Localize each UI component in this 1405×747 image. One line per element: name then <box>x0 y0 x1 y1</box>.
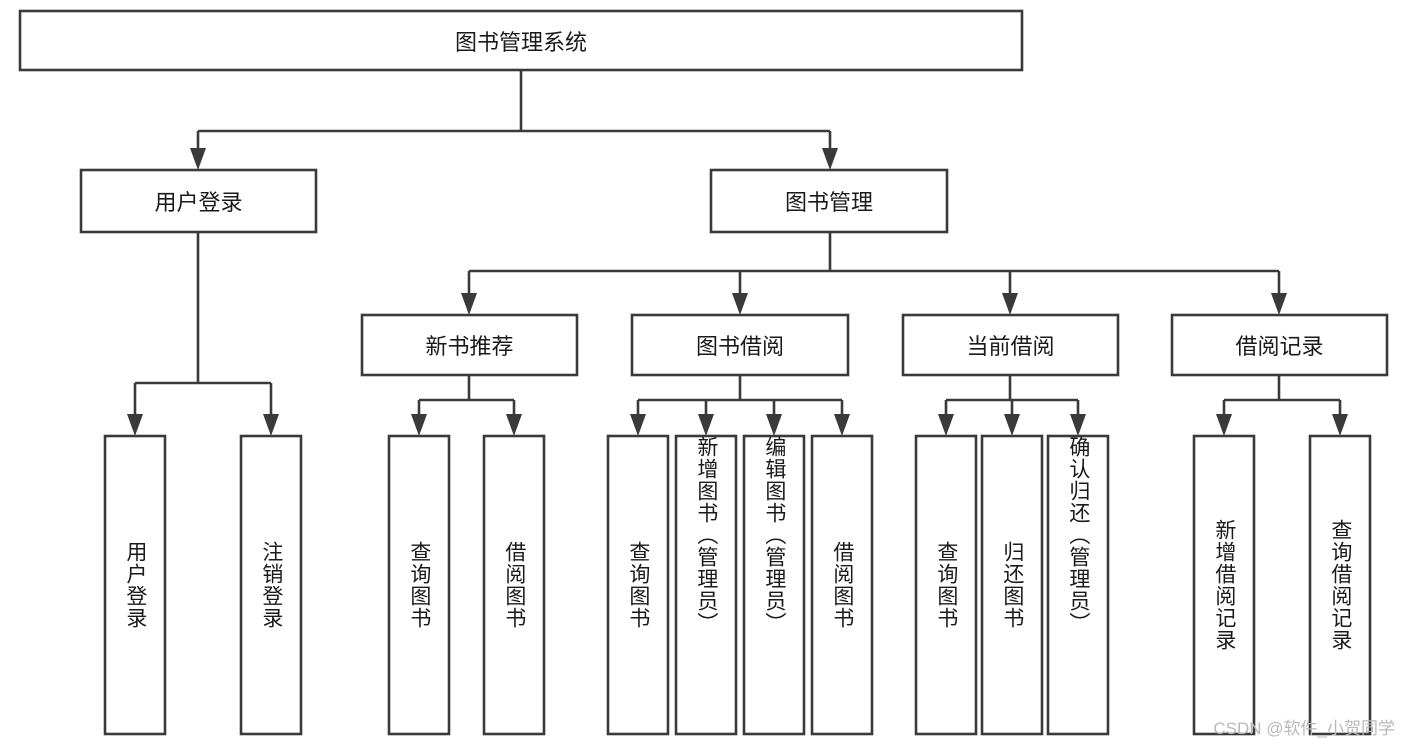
arrow-to-user-login <box>190 148 206 170</box>
node-leaf-query-book-2[interactable] <box>606 434 670 736</box>
node-leaf-query-record[interactable] <box>1308 434 1372 736</box>
connector-group-borrow-record <box>1216 375 1348 436</box>
arrow-to-leaf-borrow-book-1 <box>506 414 522 436</box>
node-leaf-return-book[interactable] <box>980 434 1044 736</box>
connector-group-book-borrow <box>630 375 850 436</box>
arrow-to-current-borrow <box>1002 293 1018 315</box>
arrow-to-leaf-add-record <box>1216 414 1232 436</box>
watermark: CSDN @软件_小贺同学 <box>1213 719 1395 738</box>
node-leaf-add-record[interactable] <box>1192 434 1256 736</box>
arrow-to-book-manage <box>822 148 838 170</box>
connector-group-new-book-recommend <box>411 375 522 436</box>
node-leaf-borrow-book-1[interactable] <box>482 434 546 736</box>
connector-group-user-login <box>127 232 279 436</box>
node-leaf-query-book-3[interactable] <box>914 434 978 736</box>
arrow-to-leaf-add-book <box>698 414 714 436</box>
connector-group-book-manage <box>461 232 1287 315</box>
node-user-login[interactable] <box>79 168 318 234</box>
node-current-borrow[interactable] <box>901 313 1120 377</box>
arrow-to-new-book-recommend <box>461 293 477 315</box>
node-root[interactable] <box>18 9 1024 72</box>
node-leaf-add-book[interactable] <box>674 434 738 736</box>
node-borrow-record[interactable] <box>1170 313 1389 377</box>
node-leaf-logout[interactable] <box>239 434 303 736</box>
node-book-borrow[interactable] <box>630 313 850 377</box>
arrow-to-leaf-edit-book <box>766 414 782 436</box>
node-leaf-confirm-return[interactable] <box>1046 434 1110 736</box>
node-leaf-edit-book[interactable] <box>742 434 806 736</box>
arrow-to-borrow-record <box>1271 293 1287 315</box>
arrow-to-leaf-borrow-book-2 <box>834 414 850 436</box>
node-leaf-query-book-1[interactable] <box>387 434 451 736</box>
arrow-to-leaf-query-book-1 <box>411 414 427 436</box>
arrow-to-book-borrow <box>732 293 748 315</box>
arrow-to-leaf-user-login <box>127 414 143 436</box>
connector-group-current-borrow <box>938 375 1086 436</box>
node-leaf-user-login[interactable] <box>103 434 167 736</box>
arrow-to-leaf-return-book <box>1004 414 1020 436</box>
arrow-to-leaf-query-record <box>1332 414 1348 436</box>
connector-group-root <box>190 70 838 170</box>
node-new-book-recommend[interactable] <box>360 313 579 377</box>
arrow-to-leaf-query-book-2 <box>630 414 646 436</box>
arrow-to-leaf-logout <box>263 414 279 436</box>
node-leaf-borrow-book-2[interactable] <box>810 434 874 736</box>
node-book-manage[interactable] <box>709 168 949 234</box>
arrow-to-leaf-confirm-return <box>1070 414 1086 436</box>
arrow-to-leaf-query-book-3 <box>938 414 954 436</box>
